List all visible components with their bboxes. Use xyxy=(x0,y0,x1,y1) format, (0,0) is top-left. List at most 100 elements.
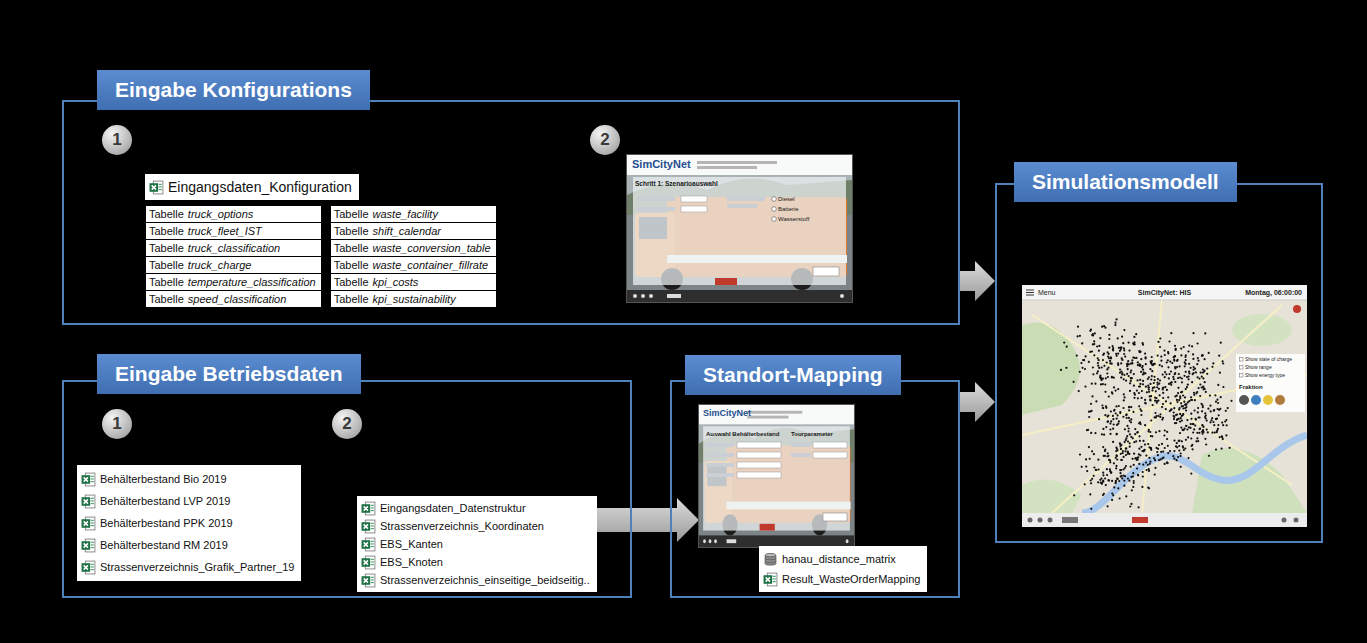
circle-shape xyxy=(1099,337,1101,339)
circle-shape xyxy=(1107,421,1109,423)
circle-shape xyxy=(1142,476,1144,478)
circle-shape xyxy=(1263,395,1273,405)
circle-shape xyxy=(1125,380,1127,382)
circle-shape xyxy=(1162,457,1164,459)
circle-shape xyxy=(1142,464,1144,466)
circle-shape xyxy=(1202,433,1204,435)
circle-shape xyxy=(1122,450,1124,452)
circle-shape xyxy=(1239,395,1249,405)
circle-shape xyxy=(1148,457,1150,459)
circle-shape xyxy=(1098,418,1100,420)
circle-shape xyxy=(1181,405,1183,407)
circle-shape xyxy=(1196,363,1198,365)
path-shape xyxy=(364,560,368,564)
circle-shape xyxy=(1159,394,1161,396)
circle-shape xyxy=(1128,417,1130,419)
table-cell: Tabelletruck_charge xyxy=(146,257,322,274)
circle-shape xyxy=(1202,368,1204,370)
circle-shape xyxy=(1188,378,1190,380)
circle-shape xyxy=(1179,413,1181,415)
circle-shape xyxy=(1125,448,1127,450)
path-shape xyxy=(371,505,374,510)
circle-shape xyxy=(1119,368,1121,370)
circle-shape xyxy=(1113,409,1115,411)
circle-shape xyxy=(1179,432,1181,434)
circle-shape xyxy=(1121,477,1123,479)
circle-shape xyxy=(1106,362,1108,364)
rect-shape xyxy=(737,462,781,468)
circle-shape xyxy=(1149,463,1151,465)
circle-shape xyxy=(1193,394,1195,396)
circle-shape xyxy=(1201,354,1203,356)
circle-shape xyxy=(1159,337,1161,339)
circle-shape xyxy=(1103,493,1105,495)
circle-shape xyxy=(1101,379,1103,381)
circle-shape xyxy=(1107,355,1109,357)
circle-shape xyxy=(1155,390,1157,392)
path-shape xyxy=(84,477,88,481)
circle-shape xyxy=(1137,459,1139,461)
circle-shape xyxy=(1138,392,1140,394)
circle-shape xyxy=(1125,447,1127,449)
circle-shape xyxy=(1197,357,1199,359)
circle-shape xyxy=(1185,425,1187,427)
circle-shape xyxy=(1121,373,1123,375)
circle-shape xyxy=(1194,399,1196,401)
circle-shape xyxy=(1200,372,1202,374)
rect-shape xyxy=(1022,513,1307,527)
file-row: Behälterbestand LVP 2019 xyxy=(81,490,294,512)
circle-shape xyxy=(1089,458,1091,460)
circle-shape xyxy=(1107,479,1109,481)
circle-shape xyxy=(1140,414,1142,416)
circle-shape xyxy=(1185,404,1187,406)
circle-shape xyxy=(1028,518,1033,523)
circle-shape xyxy=(1113,386,1115,388)
circle-shape xyxy=(1181,415,1183,417)
circle-shape xyxy=(1173,418,1175,420)
circle-shape xyxy=(1141,397,1143,399)
circle-shape xyxy=(1119,472,1121,474)
circle-shape xyxy=(1128,409,1130,411)
step-number-text: 2 xyxy=(590,125,620,155)
circle-shape xyxy=(1130,503,1132,505)
circle-shape xyxy=(1155,417,1157,419)
circle-shape xyxy=(1205,391,1207,393)
circle-shape xyxy=(1174,355,1176,357)
flow-arrow xyxy=(960,261,995,301)
circle-shape xyxy=(1182,429,1184,431)
circle-shape xyxy=(1174,373,1176,375)
file-row: Behälterbestand Bio 2019 xyxy=(81,468,294,490)
circle-shape xyxy=(1126,435,1128,437)
circle-shape xyxy=(1178,445,1180,447)
circle-shape xyxy=(1144,402,1146,404)
excel-icon xyxy=(81,472,96,487)
circle-shape xyxy=(1137,474,1139,476)
circle-shape xyxy=(1211,366,1213,368)
circle-shape xyxy=(1204,388,1206,390)
circle-shape xyxy=(1127,451,1129,453)
circle-shape xyxy=(1116,478,1118,480)
table-cell-name: waste_facility xyxy=(373,208,438,220)
circle-shape xyxy=(1090,482,1092,484)
circle-shape xyxy=(1149,399,1151,401)
circle-shape xyxy=(1176,395,1178,397)
circle-shape xyxy=(1137,397,1139,399)
file-row: Behälterbestand RM 2019 xyxy=(81,534,294,556)
table-cell-name: truck_options xyxy=(188,208,253,220)
circle-shape xyxy=(1148,487,1150,489)
screen-text: Show energy type xyxy=(1245,373,1285,378)
circle-shape xyxy=(1148,429,1150,431)
table-cell-text: Tabelle xyxy=(149,208,184,220)
circle-shape xyxy=(1173,450,1175,452)
circle-shape xyxy=(1190,437,1192,439)
circle-shape xyxy=(1128,342,1130,344)
circle-shape xyxy=(1097,357,1099,359)
circle-shape xyxy=(1137,364,1139,366)
circle-shape xyxy=(1048,518,1053,523)
path-shape xyxy=(84,499,88,503)
circle-shape xyxy=(1204,332,1206,334)
circle-shape xyxy=(703,539,706,543)
circle-shape xyxy=(1180,417,1182,419)
circle-shape xyxy=(1127,478,1129,480)
circle-shape xyxy=(1146,469,1148,471)
